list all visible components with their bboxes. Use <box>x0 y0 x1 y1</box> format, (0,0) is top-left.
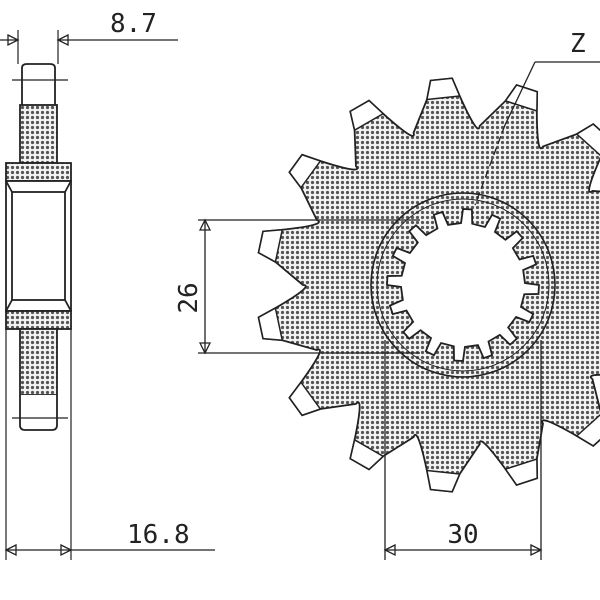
front-view <box>257 77 600 493</box>
tooth-tip <box>288 153 322 189</box>
tooth-tip <box>349 99 385 132</box>
teeth-count-leader <box>474 61 600 206</box>
hub-circle <box>370 192 556 378</box>
tooth-tip <box>575 123 600 157</box>
dimension-8-7 <box>0 33 178 47</box>
tooth-tip <box>257 306 284 342</box>
tooth-tip <box>426 77 461 101</box>
tooth-tip <box>575 413 600 447</box>
dimension-26-label: 26 <box>174 282 204 313</box>
tooth-tip <box>426 469 461 493</box>
dimension-26 <box>198 218 420 355</box>
side-bottom-web <box>19 328 58 396</box>
tooth-tip <box>349 438 385 471</box>
dimension-30-label: 30 <box>447 520 478 550</box>
tooth-tip <box>504 457 538 486</box>
side-hub-bottom <box>5 310 72 330</box>
side-bore <box>5 180 72 312</box>
dimension-8-7-label: 8.7 <box>110 9 157 39</box>
side-hub-top <box>5 162 72 182</box>
side-view <box>5 30 72 560</box>
tooth-tip <box>288 381 322 417</box>
hub-circle <box>376 198 550 372</box>
dimension-30 <box>383 340 543 560</box>
side-bottom-tooth <box>19 395 58 431</box>
spline-bore <box>386 208 540 362</box>
side-top-tooth <box>21 63 56 105</box>
teeth-count-label: Z <box>570 29 586 59</box>
dimension-16-8-label: 16.8 <box>127 520 190 550</box>
tooth-tip <box>504 84 538 113</box>
side-top-web <box>19 104 58 164</box>
dimension-16-8 <box>4 543 215 557</box>
tooth-tip <box>257 228 284 264</box>
